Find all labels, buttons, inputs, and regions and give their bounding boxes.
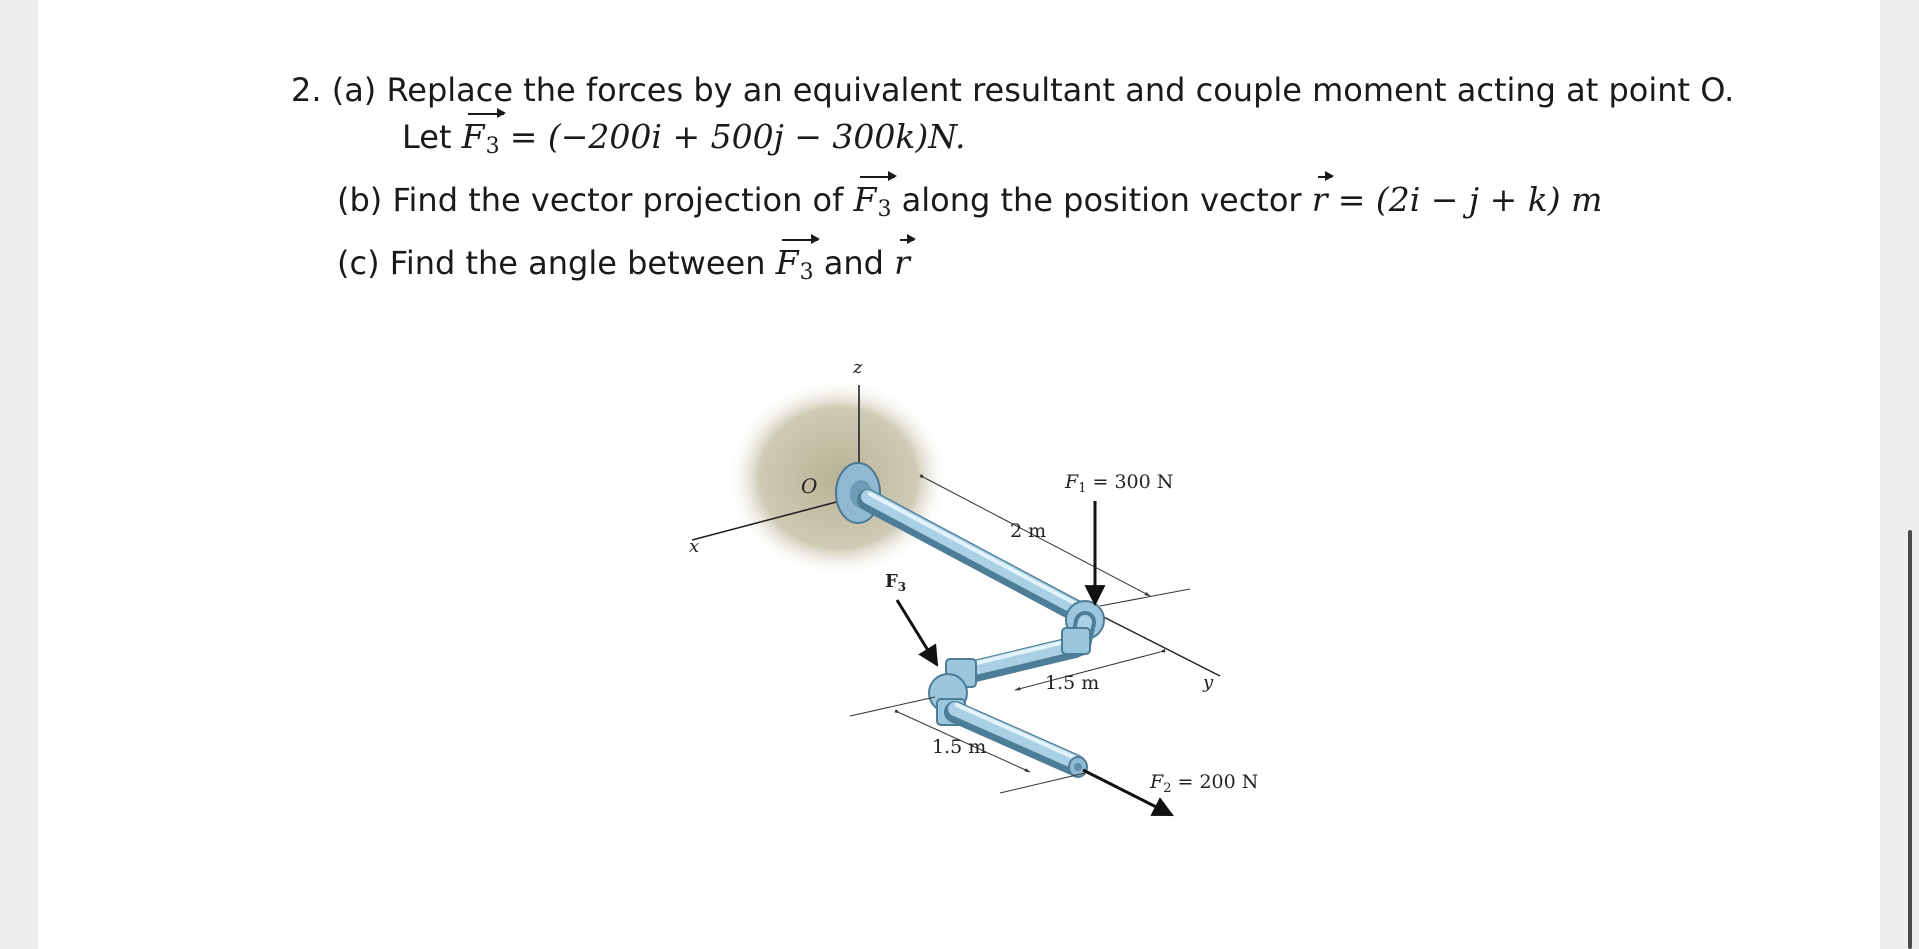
part-a-label: (a) xyxy=(331,71,377,109)
force-label-f3: F3 xyxy=(885,571,906,594)
scrollbar-thumb[interactable] xyxy=(1908,530,1912,949)
force-label-f2: F2 = 200 N xyxy=(1149,771,1258,796)
dim-line-2m xyxy=(919,473,1151,597)
dim-line-1.5m-mid xyxy=(1014,648,1166,691)
r-vector-c: r xyxy=(894,234,916,282)
dim-label-1.5m-mid: 1.5 m xyxy=(1045,672,1099,694)
force-arrow-f3 xyxy=(895,599,939,667)
origin-label: O xyxy=(801,474,817,498)
and-word: and xyxy=(823,244,884,282)
f3-expression: = (−200i + 500j − 300k)N. xyxy=(509,117,966,156)
y-axis-label: y xyxy=(1202,672,1214,693)
part-a-let-line: Let F3 = (−200i + 500j − 300k)N. xyxy=(402,108,966,167)
part-a-text: Replace the forces by an equivalent resu… xyxy=(386,71,1735,109)
f3-vector-arrow-a: F3 xyxy=(462,108,506,167)
force-label-f1: F1 = 300 N xyxy=(1064,471,1173,496)
x-axis xyxy=(691,494,864,541)
pipe-fitting-1 xyxy=(1061,627,1091,655)
f3-vector-a: F3 xyxy=(462,108,506,159)
part-c-line: (c) Find the angle between F3 and r xyxy=(337,234,916,293)
part-c-text: Find the angle between xyxy=(389,244,766,282)
r-vector-b: r xyxy=(1311,171,1334,219)
dim-line-1.5m-low xyxy=(894,709,1031,773)
f3-vector-c: F3 xyxy=(776,234,820,285)
r-expression: = (2i − j + k) m xyxy=(1337,180,1603,219)
f3-vector-b: F3 xyxy=(854,171,898,222)
z-axis-label: z xyxy=(852,357,863,378)
problem-number: 2. xyxy=(291,71,322,109)
part-b-text-after: along the position vector xyxy=(901,181,1302,219)
part-c-label: (c) xyxy=(337,244,380,282)
part-b-text-before: Find the vector projection of xyxy=(392,181,844,219)
x-axis-label: x xyxy=(689,536,699,557)
dim-label-1.5m-low: 1.5 m xyxy=(932,736,986,758)
let-word: Let xyxy=(402,118,452,156)
part-a-line: 2. (a) Replace the forces by an equivale… xyxy=(291,70,1734,110)
part-b-line: (b) Find the vector projection of F3 alo… xyxy=(337,171,1603,230)
part-b-label: (b) xyxy=(337,181,383,219)
dim-label-2m: 2 m xyxy=(1010,520,1046,542)
force-arrow-f2 xyxy=(1082,768,1174,817)
